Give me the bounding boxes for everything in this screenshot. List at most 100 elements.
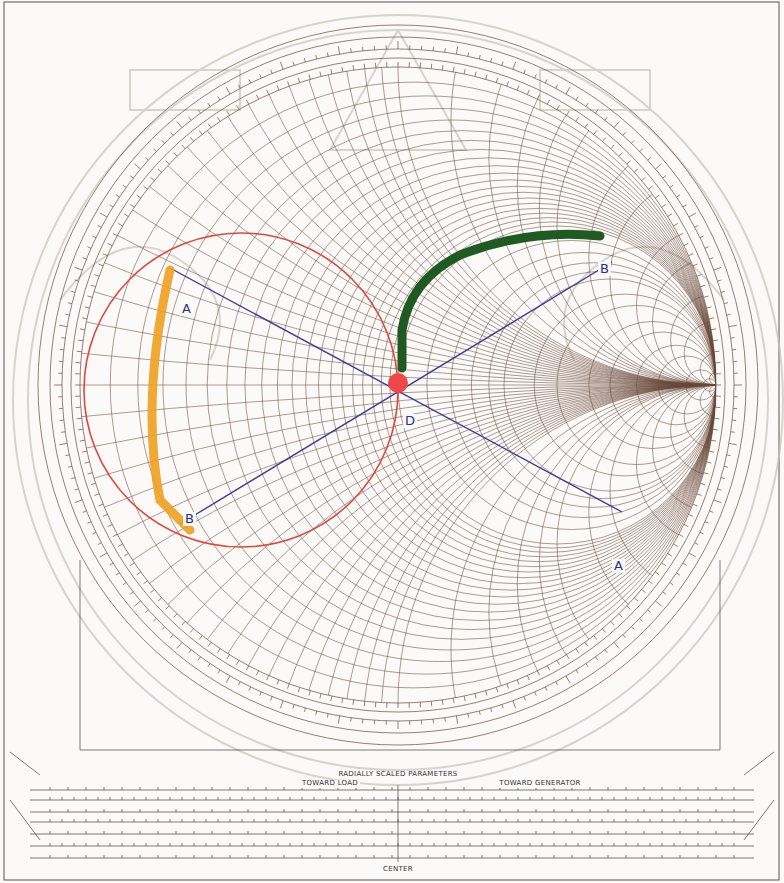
scale-tick xyxy=(85,462,90,463)
reactance-arc xyxy=(489,385,784,839)
scale-tick xyxy=(386,62,387,67)
scale-tick xyxy=(98,225,102,227)
scale-tick xyxy=(108,524,112,526)
scale-tick xyxy=(502,62,503,66)
scale-tick xyxy=(627,161,631,164)
scale-tick xyxy=(482,819,483,822)
scale-tick xyxy=(585,642,588,646)
scale-tick xyxy=(470,843,471,846)
scale-tick xyxy=(350,797,351,800)
reactance-arc xyxy=(0,385,784,883)
scale-tick xyxy=(271,697,272,701)
scale-tick xyxy=(226,676,230,683)
scale-tick xyxy=(353,700,355,705)
scale-tick xyxy=(246,666,248,670)
scale-tick xyxy=(623,635,626,638)
reactance-arc xyxy=(319,385,784,883)
scale-tick xyxy=(134,164,140,169)
scale-tick xyxy=(722,843,723,846)
scale-tick xyxy=(542,843,543,846)
scale-tick xyxy=(341,67,343,72)
scale-tick xyxy=(140,831,141,834)
scale-tick xyxy=(116,573,119,575)
scale-tick xyxy=(103,254,108,256)
scale-tick xyxy=(578,843,579,846)
reactance-arc xyxy=(652,385,779,512)
scale-tick xyxy=(170,797,171,800)
scale-tick xyxy=(670,582,673,584)
reactance-arc xyxy=(138,0,784,385)
scale-tick xyxy=(626,843,627,846)
scale-tick xyxy=(716,396,721,397)
scale-tick xyxy=(338,46,339,54)
scale-tick xyxy=(386,819,387,822)
scale-tick xyxy=(446,809,447,812)
scale-tick xyxy=(554,843,555,846)
scale-tick xyxy=(713,340,718,342)
scale-tick xyxy=(254,819,255,822)
scale-tick xyxy=(554,855,555,858)
scale-tick xyxy=(626,797,627,800)
scale-tick xyxy=(479,55,481,59)
scale-tick xyxy=(409,45,410,49)
scale-tick xyxy=(482,831,483,834)
scale-tick xyxy=(145,610,148,613)
scale-tick xyxy=(122,787,123,790)
scale-tick xyxy=(434,819,435,822)
scale-tick xyxy=(446,787,447,790)
scale-tick xyxy=(536,831,537,834)
reactance-arc xyxy=(186,385,784,883)
scale-tick xyxy=(590,797,591,800)
scale-tick xyxy=(542,797,543,800)
scale-tick xyxy=(75,385,80,386)
scale-tick xyxy=(166,161,170,164)
scale-tick xyxy=(715,362,720,363)
scale-tick xyxy=(338,797,339,800)
scale-tick xyxy=(431,701,433,706)
scale-tick xyxy=(110,819,111,822)
scale-tick xyxy=(428,809,429,812)
scale-tick xyxy=(527,90,529,95)
scale-tick xyxy=(130,204,134,207)
reactance-arc xyxy=(451,385,784,883)
scale-tick xyxy=(673,224,677,227)
scale-tick xyxy=(697,275,702,277)
scale-tick xyxy=(608,831,609,834)
scale-ring xyxy=(38,25,758,745)
scale-tick xyxy=(118,544,122,547)
scale-tick xyxy=(338,831,339,834)
scale-tick xyxy=(364,64,366,69)
reactance-arc xyxy=(0,385,784,883)
scale-tick xyxy=(705,247,709,249)
scale-tick xyxy=(442,65,444,70)
scale-tick xyxy=(729,325,737,326)
scale-tick xyxy=(162,140,165,143)
scale-tick xyxy=(716,809,717,812)
scale-tick xyxy=(62,819,63,822)
scale-tick xyxy=(662,819,663,822)
scale-tick xyxy=(350,48,352,52)
scale-tick xyxy=(208,103,210,106)
scale-tick xyxy=(421,46,422,50)
scale-tick xyxy=(590,855,591,858)
scale-tick xyxy=(434,797,435,800)
scale-tick xyxy=(545,79,547,83)
scale-tick xyxy=(118,224,122,227)
point-letter: A xyxy=(612,559,625,573)
scale-tick xyxy=(350,718,352,722)
scale-tick xyxy=(266,819,267,822)
scale-tick xyxy=(104,855,105,858)
scale-tick xyxy=(689,254,694,256)
scale-tick xyxy=(634,169,638,172)
scale-tick xyxy=(190,138,193,142)
scale-tick xyxy=(422,819,423,822)
scale-tick xyxy=(456,46,457,54)
scale-tick xyxy=(644,831,645,834)
scale-tick xyxy=(134,843,135,846)
scale-tick xyxy=(290,819,291,822)
scale-tick xyxy=(78,340,83,342)
scale-tick xyxy=(113,534,117,536)
scale-tick xyxy=(50,843,51,846)
scale-tick xyxy=(320,855,321,858)
scale-tick xyxy=(158,797,159,800)
